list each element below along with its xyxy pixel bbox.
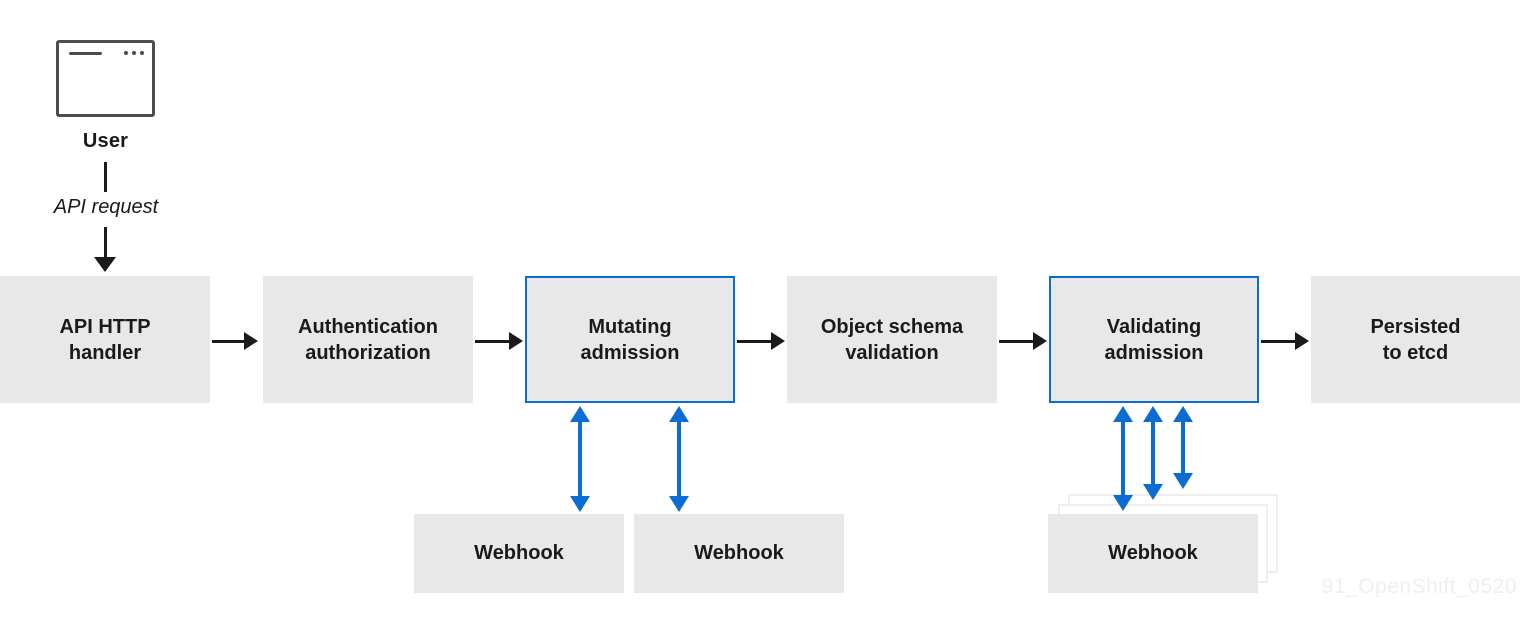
box-label: Persisted to etcd bbox=[1370, 315, 1461, 364]
user-label: User bbox=[82, 130, 129, 152]
webhook-arrow-mutating-1 bbox=[570, 406, 590, 512]
pipeline-box-authentication-authorization: Authentication authorization bbox=[263, 276, 473, 403]
webhook-box-validating: Webhook bbox=[1048, 514, 1258, 593]
box-label: API HTTP handler bbox=[59, 315, 151, 364]
box-label: Validating admission bbox=[1104, 315, 1204, 364]
arrow-validating-to-etcd bbox=[1261, 332, 1309, 350]
window-title-bar bbox=[69, 52, 102, 55]
watermark-text: 91_OpenShift_0520 bbox=[1321, 575, 1517, 598]
webhook-box-mutating-2: Webhook bbox=[634, 514, 844, 593]
box-label: Object schema validation bbox=[820, 315, 964, 364]
pipeline-box-persisted-to-etcd: Persisted to etcd bbox=[1311, 276, 1520, 403]
arrow-mutating-to-schema bbox=[737, 332, 785, 350]
arrow-auth-to-mutating bbox=[475, 332, 523, 350]
arrow-user-to-handler bbox=[94, 227, 116, 272]
api-request-label: API request bbox=[53, 196, 159, 218]
box-label: Mutating admission bbox=[580, 315, 680, 364]
pipeline-box-validating-admission: Validating admission bbox=[1049, 276, 1259, 403]
webhook-label: Webhook bbox=[694, 542, 784, 564]
webhook-arrow-validating-1 bbox=[1113, 406, 1133, 511]
window-menu-dots-icon bbox=[124, 51, 144, 55]
box-label: Authentication authorization bbox=[298, 315, 438, 364]
webhook-box-mutating-1: Webhook bbox=[414, 514, 624, 593]
pipeline-box-api-http-handler: API HTTP handler bbox=[0, 276, 210, 403]
webhook-arrow-validating-2 bbox=[1143, 406, 1163, 500]
webhook-arrow-validating-3 bbox=[1173, 406, 1193, 489]
arrow-schema-to-validating bbox=[999, 332, 1047, 350]
pipeline-box-mutating-admission: Mutating admission bbox=[525, 276, 735, 403]
arrow-handler-to-auth bbox=[212, 332, 258, 350]
webhook-label: Webhook bbox=[474, 542, 564, 564]
user-connector-line bbox=[104, 162, 107, 192]
webhook-label: Webhook bbox=[1108, 542, 1198, 564]
browser-window-icon bbox=[56, 40, 155, 117]
pipeline-box-object-schema-validation: Object schema validation bbox=[787, 276, 997, 403]
webhook-arrow-mutating-2 bbox=[669, 406, 689, 512]
